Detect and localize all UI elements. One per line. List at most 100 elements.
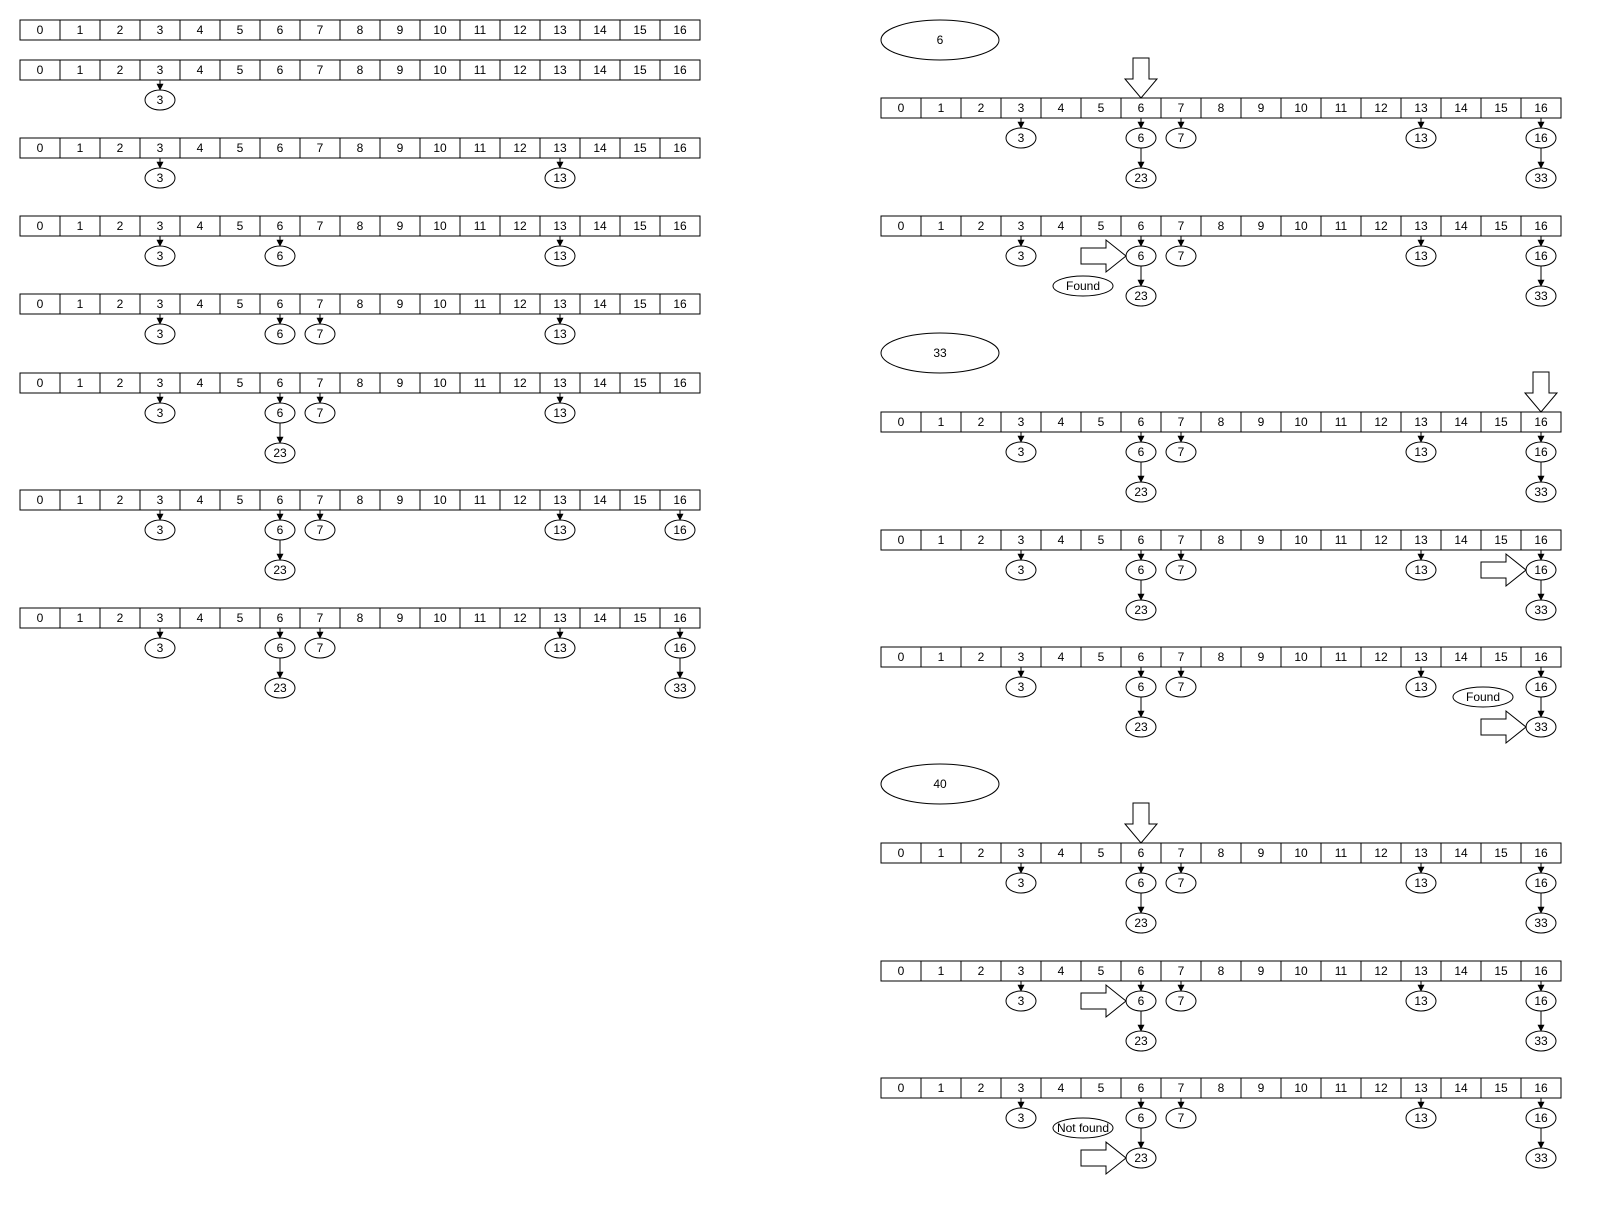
chain-node [144,519,176,541]
chain-node [144,89,176,111]
slot-label: 0 [37,611,44,625]
slot-label: 3 [157,141,164,155]
chain-node-label: 6 [1138,131,1145,145]
slot-label: 10 [433,23,447,37]
chain-node-label: 3 [157,171,164,185]
slot-label: 15 [1494,533,1508,547]
slot-label: 8 [357,141,364,155]
slot-label: 11 [1335,533,1348,547]
slot-label: 10 [433,611,447,625]
chain-node [1005,127,1037,149]
chain-node-label: 7 [1178,131,1185,145]
slot-label: 5 [237,219,244,233]
slot-label: 1 [77,63,84,77]
search-key-oval [880,19,1000,61]
chain-node [144,245,176,267]
chain-node-label: 16 [673,523,687,537]
slot-label: 1 [77,493,84,507]
slot-label: 4 [197,493,204,507]
slot-label: 7 [317,219,324,233]
slot-label: 4 [197,376,204,390]
slot-label: 8 [357,376,364,390]
search-key: 6 [880,19,1000,61]
chain-node-label: 16 [1534,680,1548,694]
chain-node-label: 7 [317,523,324,537]
slot-label: 1 [938,1081,945,1095]
slot-label: 13 [1414,650,1428,664]
slot-label: 3 [1018,101,1025,115]
slot-label: 10 [1294,533,1308,547]
chain-node-label: 33 [1534,720,1548,734]
slot-label: 16 [673,493,687,507]
slot-label: 15 [1494,964,1508,978]
slot-label: 11 [1335,964,1348,978]
slot-label: 5 [1098,846,1105,860]
chain-node [1165,127,1197,149]
chain-node-label: 6 [1138,563,1145,577]
slot-label: 12 [1374,846,1388,860]
slot-label: 16 [673,297,687,311]
slot-label: 7 [1178,415,1185,429]
slot-label: 12 [1374,219,1388,233]
slot-label: 7 [317,23,324,37]
chain-node [1165,872,1197,894]
chain-node [1165,245,1197,267]
slot-label: 5 [237,376,244,390]
slot-label: 5 [1098,964,1105,978]
slot-label: 12 [513,297,527,311]
chain-node-label: 23 [1134,720,1148,734]
slot-label: 15 [633,493,647,507]
slot-label: 4 [1058,415,1065,429]
slot-label: 1 [77,611,84,625]
slot-label: 5 [1098,415,1105,429]
chain-node-label: 33 [1534,1151,1548,1165]
slot-label: 8 [357,63,364,77]
slot-label: 6 [277,297,284,311]
slot-label: 1 [938,964,945,978]
slot-label: 2 [978,101,985,115]
slot-label: 14 [1454,415,1468,429]
slot-label: 8 [357,297,364,311]
chain-node-label: 3 [1018,563,1025,577]
slot-label: 10 [1294,415,1308,429]
slot-label: 2 [117,23,124,37]
search-result-label: Found [1066,279,1100,293]
chain-node [1165,1107,1197,1129]
slot-label: 8 [1218,1081,1225,1095]
chain-node-label: 13 [1414,1111,1428,1125]
slot-label: 9 [1258,1081,1265,1095]
slot-label: 12 [513,493,527,507]
slot-label: 2 [117,493,124,507]
slot-label: 2 [117,63,124,77]
slot-label: 1 [938,846,945,860]
slot-label: 11 [1335,846,1348,860]
chain-node [304,323,336,345]
chain-node [544,245,576,267]
slot-label: 5 [1098,533,1105,547]
slot-label: 11 [474,219,487,233]
slot-label: 5 [1098,219,1105,233]
chain-node [544,637,576,659]
slot-label: 3 [157,376,164,390]
chain-node-label: 16 [673,641,687,655]
chain-node [1125,599,1157,621]
slot-label: 2 [978,650,985,664]
slot-label: 0 [37,219,44,233]
chain-node-label: 13 [1414,445,1428,459]
slot-label: 1 [938,101,945,115]
slot-label: 12 [1374,650,1388,664]
chain-node-label: 16 [1534,1111,1548,1125]
slot-label: 1 [77,141,84,155]
slot-label: 4 [197,611,204,625]
chain-node [1165,676,1197,698]
chain-node [1525,912,1557,934]
chain-node [664,519,696,541]
chain-node-label: 3 [1018,994,1025,1008]
slot-label: 8 [357,219,364,233]
slot-label: 12 [1374,533,1388,547]
chain-node [1165,559,1197,581]
